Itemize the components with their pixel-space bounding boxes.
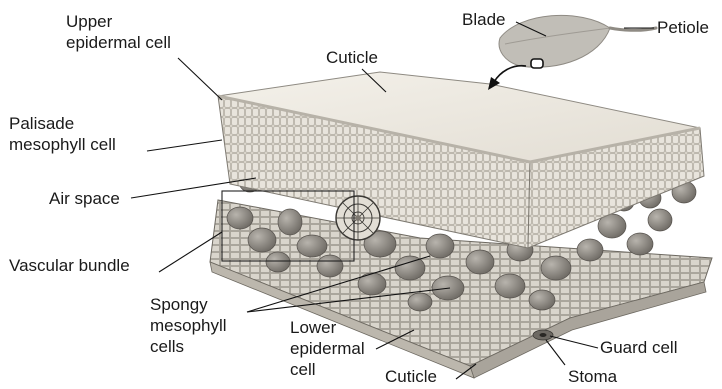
label-spongy-line3: cells [150,336,227,357]
label-petiole: Petiole [657,17,709,38]
curved-arrow-icon [488,66,526,90]
label-upper-epidermal-line1: Upper [66,11,171,32]
label-lower-line3: cell [290,359,365,380]
stoma-guard-cell [533,330,553,340]
label-stoma: Stoma [568,366,617,387]
vascular-bundle [336,196,380,240]
label-spongy-line2: mesophyll [150,315,227,336]
label-cuticle-bottom: Cuticle [385,366,437,387]
whole-leaf-icon [499,15,656,68]
label-cuticle-top: Cuticle [326,47,378,68]
label-lower-line1: Lower [290,317,365,338]
label-palisade-line1: Palisade [9,113,116,134]
label-palisade-line2: mesophyll cell [9,134,116,155]
label-spongy-line1: Spongy [150,294,227,315]
label-blade: Blade [462,9,505,30]
magnified-region-marker [531,59,543,68]
label-guard-cell: Guard cell [600,337,677,358]
label-lower-epidermal-cell: Lower epidermal cell [290,317,365,380]
label-vascular-bundle: Vascular bundle [9,255,130,276]
label-lower-line2: epidermal [290,338,365,359]
label-air-space: Air space [49,188,120,209]
label-upper-epidermal-cell: Upper epidermal cell [66,11,171,53]
label-upper-epidermal-line2: epidermal cell [66,32,171,53]
label-spongy-mesophyll-cells: Spongy mesophyll cells [150,294,227,357]
label-palisade-mesophyll-cell: Palisade mesophyll cell [9,113,116,155]
